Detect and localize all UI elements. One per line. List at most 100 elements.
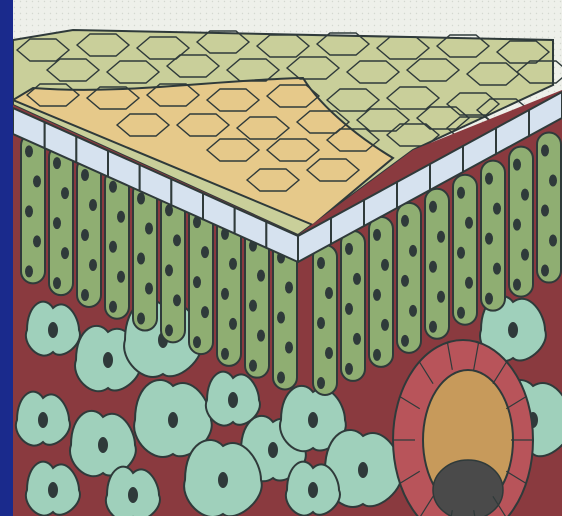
chloroplast [541,145,549,157]
chloroplast [277,371,285,383]
chloroplast [173,234,181,246]
chloroplast [401,275,409,287]
chloroplast [457,187,465,199]
chloroplast [53,277,61,289]
chloroplast [381,259,389,271]
chloroplast [317,377,325,389]
palisade-cell [21,133,45,283]
palisade-cell [49,145,73,295]
cell-nucleus [308,412,318,428]
chloroplast [549,235,557,247]
illustration-canvas [13,0,562,516]
chloroplast [513,279,521,291]
chloroplast [229,258,237,270]
chloroplast [345,303,353,315]
palisade-cell [537,133,561,283]
chloroplast [53,157,61,169]
cell-nucleus [168,412,178,428]
chloroplast [345,243,353,255]
chloroplast [165,264,173,276]
chloroplast [485,293,493,305]
chloroplast [465,217,473,229]
chloroplast [485,233,493,245]
chloroplast [165,324,173,336]
chloroplast [201,246,209,258]
chloroplast [373,229,381,241]
chloroplast [345,363,353,375]
palisade-cell [481,161,505,311]
chloroplast [541,205,549,217]
palisade-cell [77,157,101,307]
chloroplast [457,247,465,259]
palisade-cell [313,245,337,395]
chloroplast [409,305,417,317]
chloroplast [137,313,145,325]
chloroplast [221,288,229,300]
cell-nucleus [358,462,368,478]
chloroplast [437,231,445,243]
palisade-cell [397,203,421,353]
chloroplast [117,211,125,223]
chloroplast [221,348,229,360]
cell-nucleus [308,482,318,498]
chloroplast [33,235,41,247]
leaf-cross-section-illustration [13,0,562,516]
chloroplast [117,271,125,283]
palisade-cell [509,147,533,297]
palisade-cell [245,228,269,378]
chloroplast [137,193,145,205]
palisade-cell [273,239,297,389]
cell-nucleus [38,412,48,428]
palisade-cell [341,231,365,381]
chloroplast [89,199,97,211]
chloroplast [285,281,293,293]
palisade-cell [105,169,129,319]
chloroplast [249,300,257,312]
chloroplast [353,333,361,345]
chloroplast [317,257,325,269]
chloroplast [429,321,437,333]
palisade-cell [161,192,185,342]
chloroplast [493,203,501,215]
chloroplast [137,253,145,265]
palisade-cell [189,204,213,354]
chloroplast [493,263,501,275]
chloroplast [353,273,361,285]
chloroplast [61,247,69,259]
chloroplast [109,241,117,253]
chloroplast [429,201,437,213]
chloroplast [437,291,445,303]
chloroplast [485,173,493,185]
chloroplast [325,287,333,299]
chloroplast [513,159,521,171]
cell-nucleus [48,482,58,498]
chloroplast [409,245,417,257]
cell-nucleus [218,472,228,488]
cell-nucleus [228,392,238,408]
chloroplast [317,317,325,329]
chloroplast [429,261,437,273]
chloroplast [277,311,285,323]
chloroplast [549,175,557,187]
chloroplast [33,175,41,187]
chloroplast [145,223,153,235]
chloroplast [401,335,409,347]
chloroplast [25,205,33,217]
chloroplast [401,215,409,227]
chloroplast [465,277,473,289]
chloroplast [373,289,381,301]
chloroplast [249,360,257,372]
chloroplast [81,229,89,241]
chloroplast [521,249,529,261]
chloroplast [521,189,529,201]
chloroplast [53,217,61,229]
chloroplast [257,270,265,282]
chloroplast [109,301,117,313]
cell-nucleus [268,442,278,458]
chloroplast [229,318,237,330]
chloroplast [381,319,389,331]
chloroplast [61,187,69,199]
chloroplast [193,276,201,288]
chloroplast [145,283,153,295]
